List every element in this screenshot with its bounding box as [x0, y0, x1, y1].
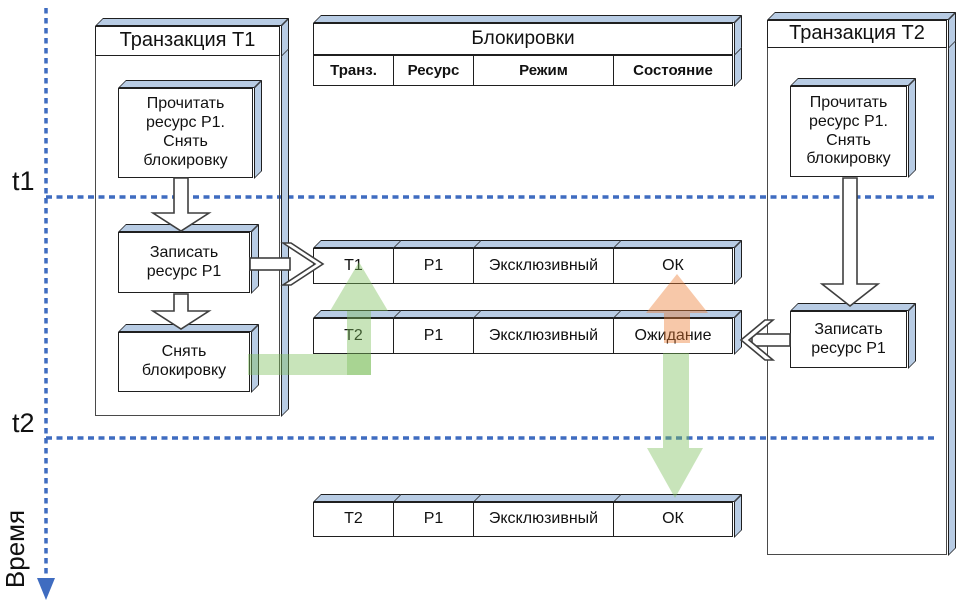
transaction2-title: Транзакция Т2	[767, 20, 947, 48]
time-axis-label: Время	[0, 509, 30, 589]
lock-row1-transaction: Т1	[313, 248, 394, 284]
locks-col-state: Состояние	[613, 55, 733, 86]
locks-col-resource: Ресурс	[393, 55, 474, 86]
t2-label: t2	[12, 408, 35, 438]
transaction1-step-read-release: Прочитать ресурс Р1. Снять блокировку	[118, 88, 253, 178]
green-down-arrowhead-icon	[647, 448, 703, 498]
transaction2-step-write: Записать ресурс Р1	[790, 311, 907, 368]
lock-row2-mode: Эксклюзивный	[473, 318, 614, 354]
t1-label: t1	[12, 166, 35, 196]
lock-row3-resource: Р1	[393, 502, 474, 537]
lock-row2-resource: Р1	[393, 318, 474, 354]
lock-row1-resource: Р1	[393, 248, 474, 284]
lock-row3-transaction: Т2	[313, 502, 394, 537]
lock-row2-state: Ожидание	[613, 318, 733, 354]
locks-col-transaction: Транз.	[313, 55, 394, 86]
green-down-arrow-shaft	[663, 353, 689, 448]
transaction1-title: Транзакция Т1	[95, 26, 280, 56]
transaction1-step-write: Записать ресурс Р1	[118, 232, 250, 293]
time-axis-arrowhead-icon	[37, 578, 55, 600]
lock-row1-mode: Эксклюзивный	[473, 248, 614, 284]
lock-row3-mode: Эксклюзивный	[473, 502, 614, 537]
transaction2-step-read-release: Прочитать ресурс Р1. Снять блокировку	[790, 86, 907, 177]
locks-col-mode: Режим	[473, 55, 614, 86]
locks-table-title: Блокировки	[313, 23, 733, 55]
lock-row3-state: ОК	[613, 502, 733, 537]
lock-row1-state: ОК	[613, 248, 733, 284]
transaction1-step-release: Снять блокировку	[118, 332, 250, 392]
lock-row2-transaction: Т2	[313, 318, 394, 354]
